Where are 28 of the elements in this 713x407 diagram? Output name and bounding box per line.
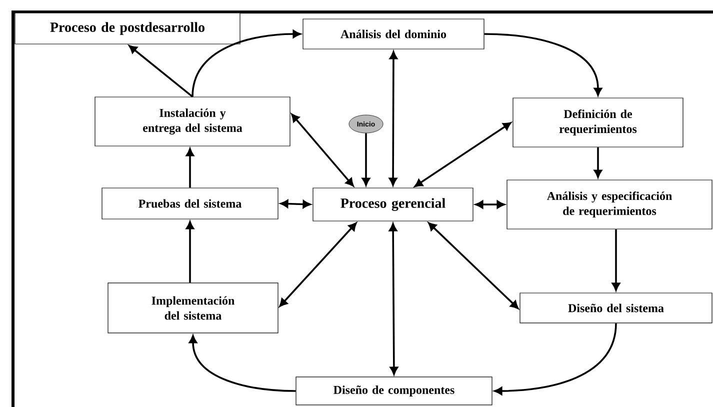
process-box: Definición de requerimientos [512,98,684,148]
arrow [279,222,357,307]
process-box: Diseño de componentes [296,376,492,406]
process-box: Proceso gerencial [312,188,474,222]
process-box: Análisis y especificación de requerimientos [506,180,712,230]
process-box: Proceso de postdesarrollo [14,12,240,44]
arrow [291,114,354,186]
arrow [494,323,617,396]
arrow [428,222,519,309]
process-box: Instalación y entrega del sistema [94,96,290,146]
arrow [280,200,311,208]
arrow [414,122,512,188]
process-box: Diseño del sistema [520,292,712,324]
process-box: Análisis del dominio [302,18,484,50]
arrow [484,33,602,96]
arrow [186,148,194,188]
arrow [186,221,194,283]
arrow [389,223,398,375]
arrow [388,51,398,186]
arrow [475,200,505,209]
arrow [612,229,620,291]
process-box: Implementación del sistema [108,282,278,334]
arrow [188,335,296,392]
arrow [594,147,602,178]
process-box: Pruebas del sistema [102,188,278,220]
arrow [128,45,194,98]
arrow [362,133,370,186]
arrow [192,30,301,97]
